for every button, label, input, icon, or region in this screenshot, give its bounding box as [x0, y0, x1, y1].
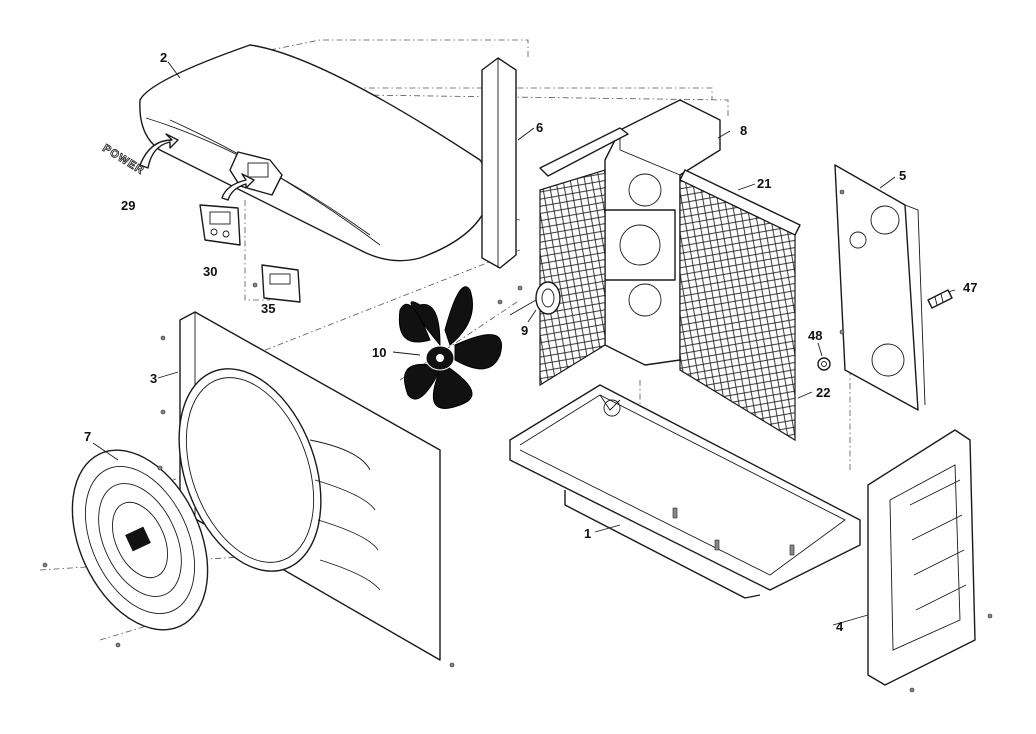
fan-motor: [497, 281, 561, 316]
label-part-10: 10: [372, 345, 386, 360]
water-fitting: [927, 289, 953, 309]
circuit-board: [252, 264, 301, 303]
label-part-1: 1: [584, 526, 591, 541]
label-part-35: 35: [261, 301, 275, 316]
brand-text: POWER: [100, 142, 146, 177]
part-number-labels: 2 3 7 1 5 6 8 21 9 10 22 4 29 30 35 47 4…: [84, 50, 977, 634]
label-part-3: 3: [150, 371, 157, 386]
label-part-22: 22: [816, 385, 830, 400]
label-part-48: 48: [808, 328, 822, 343]
rear-side-panel: [834, 164, 926, 411]
corner-pillar: [481, 57, 517, 269]
label-part-47: 47: [963, 280, 977, 295]
label-part-2: 2: [160, 50, 167, 65]
label-part-6: 6: [536, 120, 543, 135]
evaporator-mesh: [539, 169, 796, 442]
control-panel-overlay: [199, 173, 255, 246]
front-panel: [160, 311, 455, 668]
connector-nut: [817, 357, 831, 371]
base-tray: [509, 384, 861, 599]
foam-strip: [539, 127, 801, 236]
top-cover: [139, 44, 490, 262]
label-part-4: 4: [836, 619, 844, 634]
brand-sticker: POWER: [100, 133, 179, 178]
fan-support-bracket: [604, 99, 721, 366]
label-part-7: 7: [84, 429, 91, 444]
fan-grille: [42, 449, 209, 648]
label-part-21: 21: [757, 176, 771, 191]
label-part-5: 5: [899, 168, 906, 183]
label-part-9: 9: [521, 323, 528, 338]
fan-blade: [398, 286, 502, 409]
label-part-30: 30: [203, 264, 217, 279]
label-part-8: 8: [740, 123, 747, 138]
right-side-panel: [867, 429, 993, 693]
label-part-29: 29: [121, 198, 135, 213]
leader-lines: [92, 61, 956, 626]
